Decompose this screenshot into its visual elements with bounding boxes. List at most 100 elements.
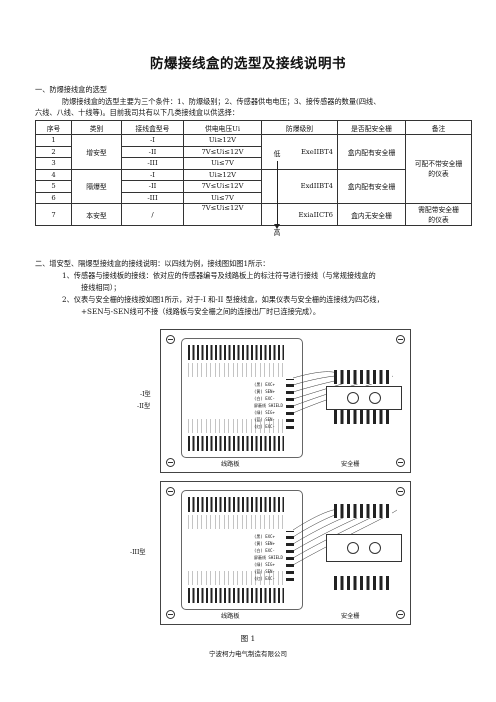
- barrier-body: [326, 386, 402, 410]
- section1-para-line1: 防爆接线盒的选型主要为三个条件：1、防爆级别；2、传感器供电电压；3、接传感器的…: [62, 97, 381, 106]
- screw-icon: [396, 487, 405, 496]
- table-header: 供电电压Ui: [183, 120, 262, 135]
- barrier-label: 安全栅: [341, 613, 360, 620]
- table-header: 防爆级别: [261, 120, 338, 135]
- terminal-label: (白) EXC-: [254, 548, 275, 553]
- table-header: 类别: [71, 120, 122, 135]
- terminal-label: 屏蔽线 SHIELD: [254, 403, 283, 408]
- table-cell: 5: [35, 180, 72, 193]
- screw-icon: [166, 458, 175, 467]
- level-low-label: 低: [273, 150, 281, 158]
- junction-box-diagram-3: (黑) EXC+ (黄) SEN+ (白) EXC- 屏蔽线 SHIELD (绿…: [160, 481, 411, 625]
- section1-heading: 一、防爆接线盒的选型: [35, 85, 107, 94]
- terminal-label: (黑) EXC+: [254, 382, 275, 387]
- circuit-board: (黑) EXC+ (黄) SEN+ (白) EXC- 屏蔽线 SHIELD (绿…: [181, 490, 303, 610]
- terminal-label: (蓝) SEN-: [254, 569, 275, 574]
- terminal-label: (黄) SEN+: [254, 541, 275, 546]
- terminal-labels-top: [188, 515, 284, 529]
- selection-table: 序号 类别 接线盒型号 供电电压Ui 防爆级别 是否配安全栅 备注 1 增安型 …: [35, 120, 472, 226]
- table-row: 4 隔爆型 -I Ui≥12V ExdIIBT4 盒内配有安全栅: [35, 168, 472, 204]
- level-arrow: 低 高: [270, 134, 284, 237]
- terminal-labels-top: [188, 363, 284, 377]
- table-header: 备注: [405, 120, 472, 135]
- document-title: 防爆接线盒的选型及接线说明书: [150, 56, 346, 72]
- table-cell: -III: [121, 157, 184, 170]
- table-cell: 3: [35, 157, 72, 170]
- screw-icon: [396, 610, 405, 619]
- table-row: 7 本安型 / 7V≤Ui≤12V ExiaIICT6 盒内无安全栅 需配带安全…: [35, 203, 472, 226]
- table-cell: 7V≤Ui≤12V: [183, 203, 262, 226]
- table-cell: -III: [121, 191, 184, 204]
- table-cell: /: [121, 203, 184, 226]
- terminal-label: (黑) EXC+: [254, 534, 275, 539]
- type-label-i: -I型: [140, 391, 151, 398]
- table-cell: 7: [35, 203, 72, 226]
- output-terminal-block: [286, 531, 294, 581]
- barrier-knob-icon: [347, 392, 359, 404]
- barrier-cell: 盒内无安全栅: [337, 203, 406, 226]
- terminal-label: (红) EXC-: [254, 576, 275, 581]
- terminal-strip-top: [188, 497, 284, 512]
- terminal-label: (红) EXC-: [254, 424, 275, 429]
- table-cell: Ui≥12V: [183, 134, 262, 147]
- section2-item1-line2: 接线相同）；: [81, 283, 121, 292]
- barrier-body: [326, 534, 402, 562]
- level-high-label: 高: [273, 229, 281, 237]
- table-cell: Ui≥12V: [183, 168, 262, 181]
- table-cell: 4: [35, 168, 72, 181]
- note-line: 需配带安全栅: [418, 205, 459, 214]
- table-row: 2 -II 7V≤Ui≤12V: [35, 145, 472, 158]
- terminal-label: 屏蔽线 SHIELD: [254, 555, 283, 560]
- ex-class-cell: ExeIIBT4: [261, 134, 338, 170]
- table-cell: 7V≤Ui≤12V: [183, 180, 262, 193]
- category-cell: 本安型: [71, 203, 122, 226]
- screw-icon: [396, 458, 405, 467]
- barrier-terminals-bottom: [334, 410, 392, 424]
- note-cell: 可配不带安全栅的仪表: [405, 134, 472, 204]
- section2-item1-line1: 1、传感器与接线板的接线：依对应的传感器编号及线路板上的标注符号进行接线（与常规…: [62, 271, 376, 280]
- terminal-label: (黄) SEN+: [254, 389, 275, 394]
- table-cell: 6: [35, 191, 72, 204]
- table-header: 接线盒型号: [121, 120, 184, 135]
- barrier-terminals-bottom: [334, 576, 392, 590]
- terminal-label: (绿) SIG+: [254, 562, 275, 567]
- terminal-strip-bottom: [188, 588, 284, 603]
- barrier-cell: 盒内配有安全栅: [337, 168, 406, 204]
- terminal-labels-bottom: [188, 419, 284, 433]
- safety-barrier: [326, 370, 402, 428]
- board-label: 线路板: [221, 461, 240, 468]
- table-cell: -II: [121, 145, 184, 158]
- terminal-label-list: (黑) EXC+ (黄) SEN+ (白) EXC- 屏蔽线 SHIELD (绿…: [254, 533, 283, 582]
- table-cell: 2: [35, 145, 72, 158]
- terminal-label-list: (黑) EXC+ (黄) SEN+ (白) EXC- 屏蔽线 SHIELD (绿…: [254, 381, 283, 430]
- output-terminal-block: [286, 379, 294, 429]
- table-cell: -I: [121, 134, 184, 147]
- section2-heading: 二、增安型、隔爆型接线盒的接线说明：以四线为例，接线图如图1所示：: [35, 259, 270, 268]
- circuit-board: (黑) EXC+ (黄) SEN+ (白) EXC- 屏蔽线 SHIELD (绿…: [181, 338, 303, 458]
- screw-icon: [166, 610, 175, 619]
- section1-para-line2: 六线、八线、十线等)。目前我司共有以下几类接线盒以供选择：: [35, 108, 240, 117]
- terminal-label: (蓝) SEN-: [254, 417, 275, 422]
- note-cell: 需配带安全栅 的仪表: [405, 203, 472, 226]
- table-header: 序号: [35, 120, 72, 135]
- note-line: 的仪表: [428, 215, 449, 224]
- screw-icon: [166, 487, 175, 496]
- arrow-head-icon: [273, 224, 280, 229]
- table-cell: 7V≤Ui≤12V: [183, 145, 262, 158]
- table-cell: -II: [121, 180, 184, 193]
- type-label-ii: -II型: [137, 403, 151, 410]
- barrier-knob-icon: [369, 392, 381, 404]
- section2-item2-line1: 2、仪表与安全栅的接线按如图1所示，对于-I 和-II 型接线盒，如果仪表与安全…: [62, 295, 384, 304]
- barrier-knob-icon: [369, 542, 381, 554]
- table-header-row: 序号 类别 接线盒型号 供电电压Ui 防爆级别 是否配安全栅 备注: [35, 120, 472, 135]
- barrier-cell: 盒内配有安全栅: [337, 134, 406, 170]
- terminal-labels-bottom: [188, 571, 284, 585]
- table-row: 1 增安型 -I Ui≥12V ExeIIBT4 盒内配有安全栅 可配不带安全栅…: [35, 134, 472, 204]
- barrier-terminals-top: [334, 504, 392, 518]
- screw-icon: [166, 335, 175, 344]
- type-label-iii: -III型: [130, 549, 146, 556]
- figure-caption: 图 1: [240, 634, 256, 643]
- footer-company: 宁波柯力电气制造有限公司: [209, 650, 287, 658]
- category-cell: 增安型: [71, 134, 122, 170]
- table-cell: Ui≤7V: [183, 191, 262, 204]
